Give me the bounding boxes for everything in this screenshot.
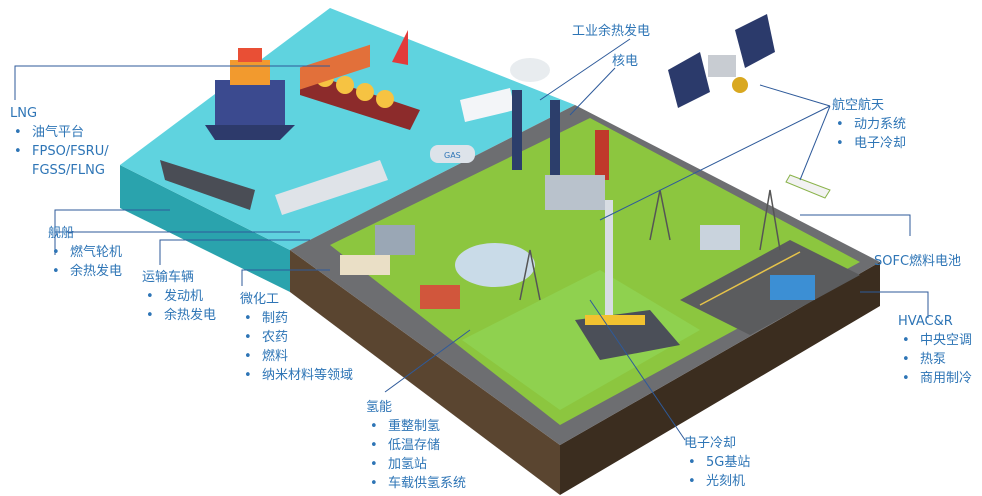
gas-truck: GAS xyxy=(430,145,475,163)
hvac-item: 商用制冷 xyxy=(898,369,972,388)
label-sofc: SOFC燃料电池 xyxy=(874,252,961,271)
vehicle-item: 余热发电 xyxy=(142,306,216,325)
land-area xyxy=(330,118,860,425)
label-aerospace: 航空航天 动力系统电子冷却 xyxy=(832,96,906,153)
lng-item: 油气平台 xyxy=(10,123,109,142)
label-ship: 舰船 燃气轮机余热发电 xyxy=(48,224,122,281)
soil-left-face xyxy=(290,250,560,495)
hvac-title: HVAC&R xyxy=(898,314,953,329)
sofc-title: SOFC燃料电池 xyxy=(874,254,962,269)
cruise-ship xyxy=(460,88,515,122)
lng-item: FPSO/FSRU/ FGSS/FLNG xyxy=(10,142,109,180)
label-electronics-cooling: 电子冷却 5G基站光刻机 xyxy=(684,434,750,491)
electronics-item: 5G基站 xyxy=(684,453,750,472)
vehicle-title: 运输车辆 xyxy=(142,270,195,285)
warship xyxy=(160,160,255,210)
ship-item: 余热发电 xyxy=(48,262,122,281)
aerospace-item: 动力系统 xyxy=(832,115,906,134)
aerospace-item: 电子冷却 xyxy=(832,134,906,153)
hydrogen-item: 车载供氢系统 xyxy=(366,474,466,493)
hydrogen-item: 重整制氢 xyxy=(366,417,466,436)
label-hvac: HVAC&R 中央空调 热泵 商用制冷 xyxy=(898,312,972,388)
lng-title: LNG xyxy=(10,106,38,121)
power-plant-chimneys xyxy=(510,58,609,180)
sea-side-face xyxy=(120,165,290,292)
sailboat-icon xyxy=(392,30,408,65)
label-nuclear: 核电 xyxy=(612,52,638,71)
solar-field xyxy=(455,243,535,287)
hvac-item: 中央空调 xyxy=(898,331,972,350)
hydrogen-item: 低温存储 xyxy=(366,436,466,455)
chem-item: 燃料 xyxy=(240,347,353,366)
containers xyxy=(300,44,370,90)
gas-text: GAS xyxy=(444,151,461,160)
runway-marking xyxy=(699,251,801,306)
label-waste-heat-power: 工业余热发电 xyxy=(572,22,650,41)
nuclear-title: 核电 xyxy=(612,54,639,69)
vehicle-item: 发动机 xyxy=(142,287,216,306)
land-area-south xyxy=(462,270,700,410)
label-lng: LNG 油气平台 FPSO/FSRU/ FGSS/FLNG xyxy=(10,104,109,180)
chem-item: 农药 xyxy=(240,328,353,347)
launch-tower xyxy=(575,200,680,360)
ship-item: 燃气轮机 xyxy=(48,243,122,262)
aerospace-title: 航空航天 xyxy=(832,98,885,113)
soil-right-face xyxy=(560,262,880,495)
hydrogen-item: 加氢站 xyxy=(366,455,466,474)
electronics-item: 光刻机 xyxy=(684,472,750,491)
chem-item: 纳米材料等领域 xyxy=(240,366,353,385)
label-micro-chemical: 微化工 制药 农药 燃料 纳米材料等领域 xyxy=(240,290,353,385)
label-vehicle: 运输车辆 发动机余热发电 xyxy=(142,268,216,325)
ship-title: 舰船 xyxy=(48,226,75,241)
hydrogen-title: 氢能 xyxy=(366,400,393,415)
chem-title: 微化工 xyxy=(240,292,280,307)
hvac-item: 热泵 xyxy=(898,350,972,369)
oil-platform xyxy=(205,48,295,140)
factory-buildings xyxy=(340,175,815,309)
container-ship xyxy=(275,160,388,215)
chem-item: 制药 xyxy=(240,309,353,328)
satellite-icon xyxy=(668,14,775,108)
airliner-icon xyxy=(785,174,831,199)
waste-heat-title: 工业余热发电 xyxy=(572,24,651,39)
electronics-title: 电子冷却 xyxy=(684,436,737,451)
label-hydrogen: 氢能 重整制氢 低温存储 加氢站 车载供氢系统 xyxy=(366,398,466,493)
